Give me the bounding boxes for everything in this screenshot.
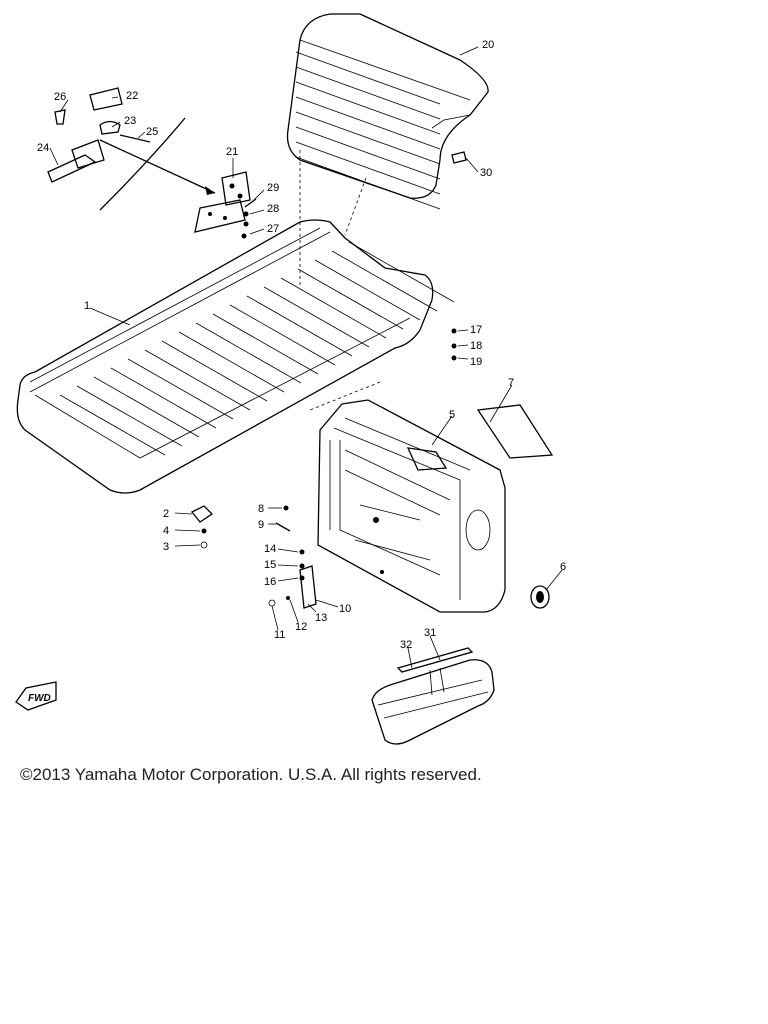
seat-cushion [16,219,455,494]
callout-8: 8 [258,503,264,515]
backrest-stitch-line [295,156,441,210]
callout-21: 21 [226,146,238,158]
backrest-cushion [286,13,489,210]
fwd-label: FWD [28,693,51,704]
callout-3: 3 [163,541,169,553]
backrest-stitch-line [295,81,441,135]
hinge-assembly [47,87,257,239]
callout-20: 20 [482,39,494,51]
callout-11: 11 [274,629,285,641]
seat-stitch-line [212,313,319,375]
callout-5: 5 [449,409,455,421]
callout-4: 4 [163,525,169,537]
seat-stitch-line [178,331,285,393]
callout-32: 32 [400,639,412,651]
callout-18: 18 [470,340,482,352]
fwd-arrow-icon: FWD [15,681,57,711]
copyright-notice: ©2013 Yamaha Motor Corporation. U.S.A. A… [20,765,482,784]
callout-9: 9 [258,519,264,531]
callout-15: 15 [264,559,276,571]
seat-stitch-line [110,367,217,429]
callout-16: 16 [264,576,276,588]
seat-frame [317,399,506,613]
parts-diagram: FWD 20 30 26 22 23 25 24 21 29 28 27 1 1… [15,13,566,745]
callout-2: 2 [163,508,169,520]
callout-29: 29 [267,182,279,194]
seat-stitch-line [59,394,166,456]
seat-stitch-line [161,340,268,402]
grommet-part-6 [530,585,550,609]
callout-24: 24 [37,142,49,154]
backrest-stitch-line [295,66,441,120]
callout-10: 10 [339,603,351,615]
seat-stitch-line [280,277,387,339]
callout-7: 7 [508,377,514,389]
hardware-10-16 [268,549,317,609]
seat-stitch-line [297,268,404,330]
callout-28: 28 [267,203,279,215]
backrest-stitch-line [295,96,441,150]
seat-stitch-line [127,358,234,420]
seat-stitch-line [348,241,455,303]
backrest-stitch-line [295,111,441,165]
assembly-arrow-line [99,139,216,194]
callout-22: 22 [126,90,138,102]
seat-stitch-line [331,250,438,312]
seat-stitch-line [195,322,302,384]
callout-19: 19 [470,356,482,368]
callout-31: 31 [424,627,436,639]
seat-stitch-line [246,295,353,357]
seat-stitch-line [314,259,421,321]
callout-27: 27 [267,223,279,235]
seat-stitch-line [144,349,251,411]
backrest-stitch-line [295,141,441,195]
backrest-stitch-line [295,51,441,105]
leader-lines [49,46,563,669]
callout-25: 25 [146,126,158,138]
group-bracket-line [99,117,186,211]
callout-26: 26 [54,91,66,103]
callout-14: 14 [264,543,276,555]
plate-part-7 [476,404,554,459]
seat-stitch-line [93,376,200,438]
seat-stitch-line [76,385,183,447]
arrow-head-icon [205,186,215,195]
callout-13: 13 [315,612,327,624]
callout-23: 23 [124,115,136,127]
callout-1: 1 [84,300,90,312]
hardware-2-3-4 [190,505,214,549]
seat-stitch-line [263,286,370,348]
bottom-tray [371,647,495,745]
backrest-stitch-line [295,126,441,180]
callout-17: 17 [470,324,482,336]
callout-6: 6 [560,561,566,573]
callout-30: 30 [480,167,492,179]
callout-12: 12 [295,621,307,633]
seat-stitch-line [229,304,336,366]
